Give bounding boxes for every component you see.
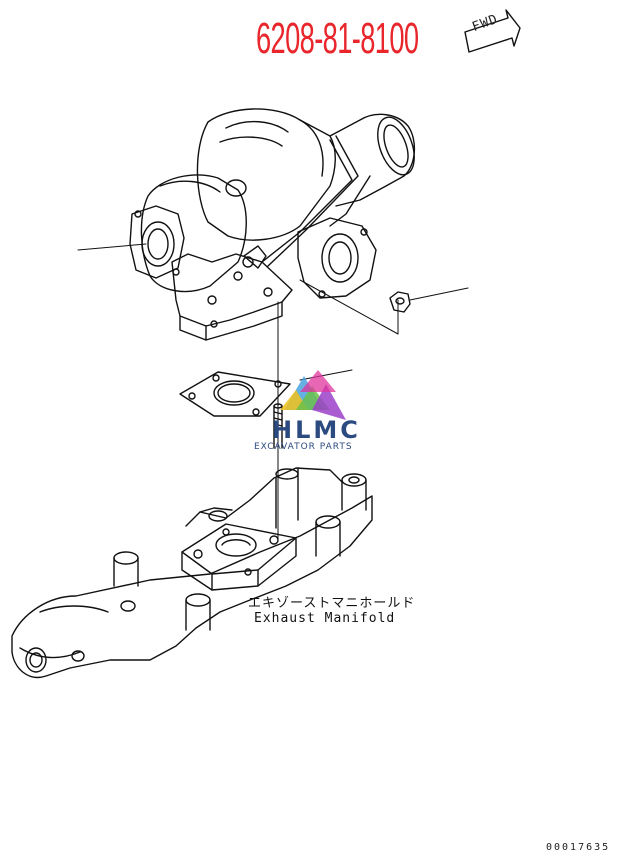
watermark-brand: HLMC (272, 416, 361, 444)
leader-lines (77, 243, 469, 541)
part-number-title: 6208-81-8100 (256, 14, 419, 63)
exhaust-manifold-label-jp: エキゾーストマニホールド (248, 596, 416, 611)
gasket (179, 371, 291, 417)
fwd-arrow-icon (464, 9, 521, 53)
watermark-logo (280, 370, 346, 420)
drawing-code: 00017635 (546, 842, 611, 853)
flange-nut (389, 291, 411, 313)
watermark-tagline: EXCAVATOR PARTS (254, 442, 353, 452)
exhaust-manifold (11, 467, 373, 679)
exhaust-manifold-label-en: Exhaust Manifold (254, 611, 396, 626)
stud-bolt (273, 403, 283, 449)
turbocharger (129, 108, 415, 341)
